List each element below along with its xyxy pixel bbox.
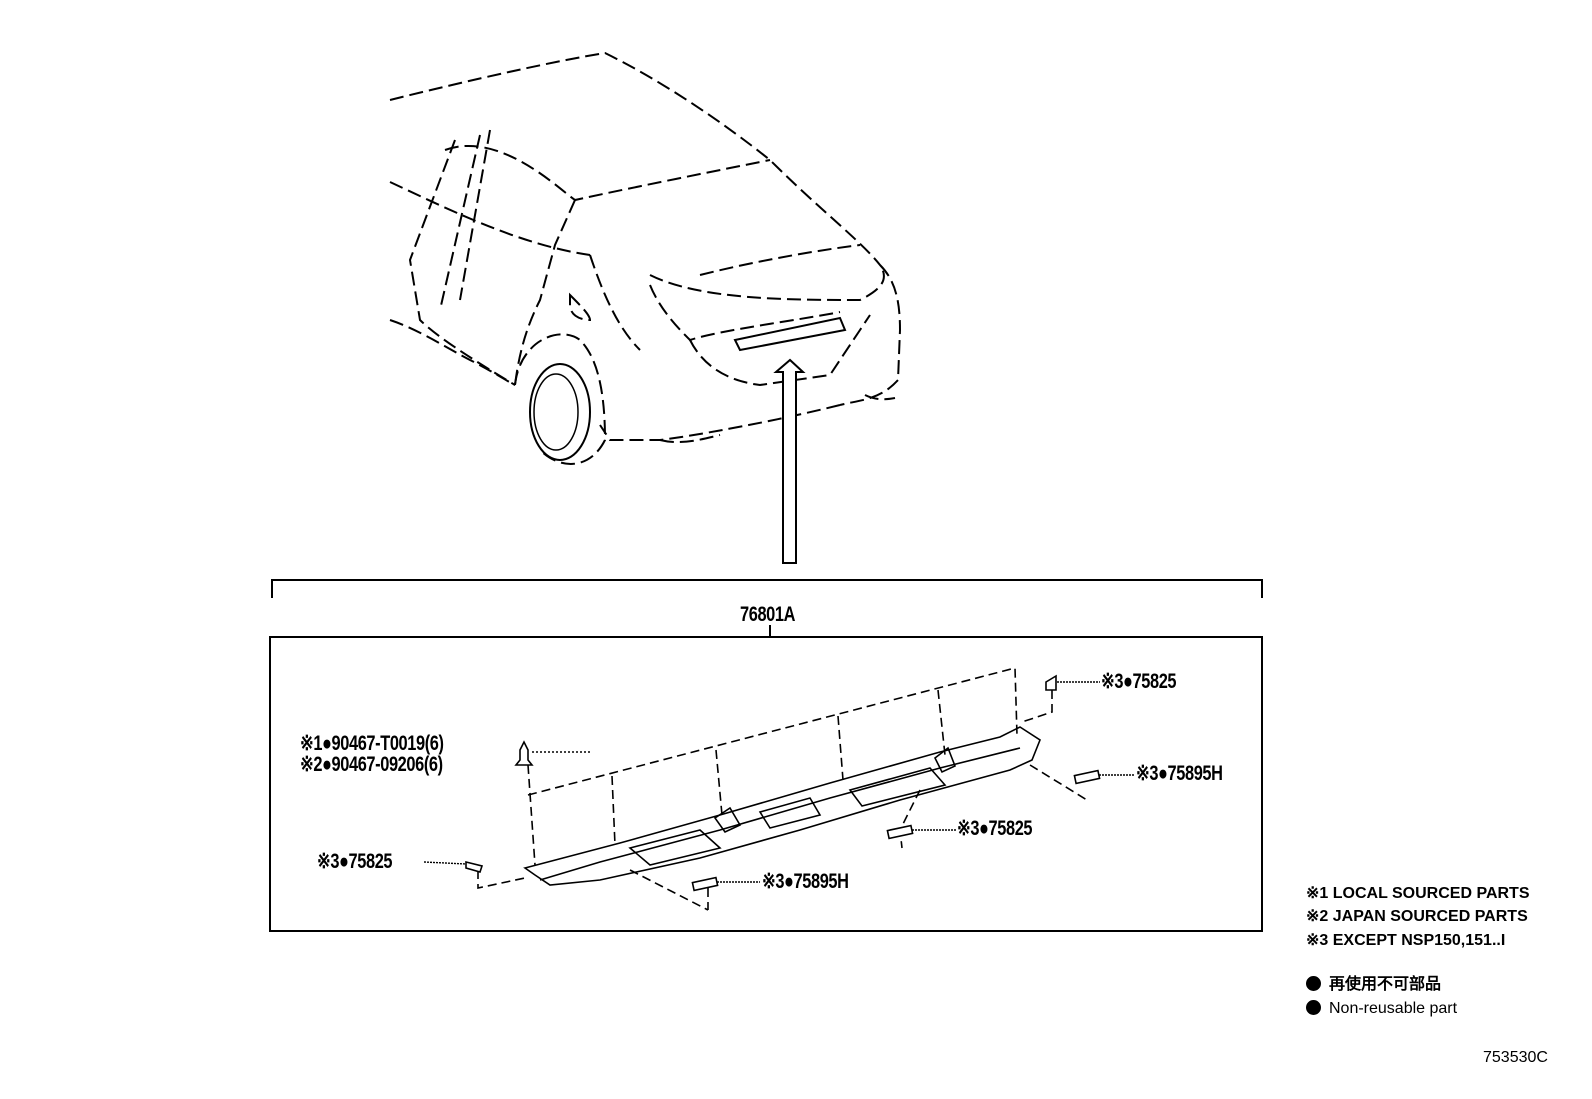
callout-clip-local: ※1●90467-T0019(6)	[300, 732, 444, 755]
legend-non-reusable-jp: 再使用不可部品	[1306, 975, 1441, 995]
assembly-bracket	[271, 579, 1263, 637]
note-japan-sourced: ※2 JAPAN SOURCED PARTS	[1306, 908, 1528, 925]
filled-circle-icon	[1306, 976, 1321, 991]
callout-pad-middle: ※3●75825	[957, 817, 1033, 840]
vehicle-outline	[389, 51, 902, 465]
callout-pad-left: ※3●75825	[317, 850, 393, 873]
leader-lines	[477, 666, 1088, 911]
note-local-sourced: ※1 LOCAL SOURCED PARTS	[1306, 885, 1530, 902]
detail-frame	[269, 636, 1263, 932]
callout-pad-right: ※3●75895H	[1136, 762, 1223, 785]
bracket-part	[523, 726, 1041, 886]
callout-clip-japan: ※2●90467-09206(6)	[300, 753, 443, 776]
legend-text-en: Non-reusable part	[1329, 1000, 1458, 1017]
note-except: ※3 EXCEPT NSP150,151..I	[1306, 932, 1506, 949]
small-parts	[465, 674, 1101, 892]
callout-pad-bottom: ※3●75895H	[762, 870, 849, 893]
filled-circle-icon	[1306, 1000, 1321, 1015]
callout-leaders	[423, 681, 1135, 883]
drawing-number: 753530C	[1483, 1049, 1548, 1066]
callout-pad-top-right: ※3●75825	[1101, 670, 1177, 693]
assembly-label: 76801A	[740, 603, 796, 626]
up-arrow	[773, 358, 806, 564]
legend-text-jp: 再使用不可部品	[1329, 976, 1442, 993]
garnish-location	[733, 316, 847, 352]
legend-non-reusable-en: Non-reusable part	[1306, 999, 1457, 1019]
rear-wheel	[529, 363, 591, 461]
